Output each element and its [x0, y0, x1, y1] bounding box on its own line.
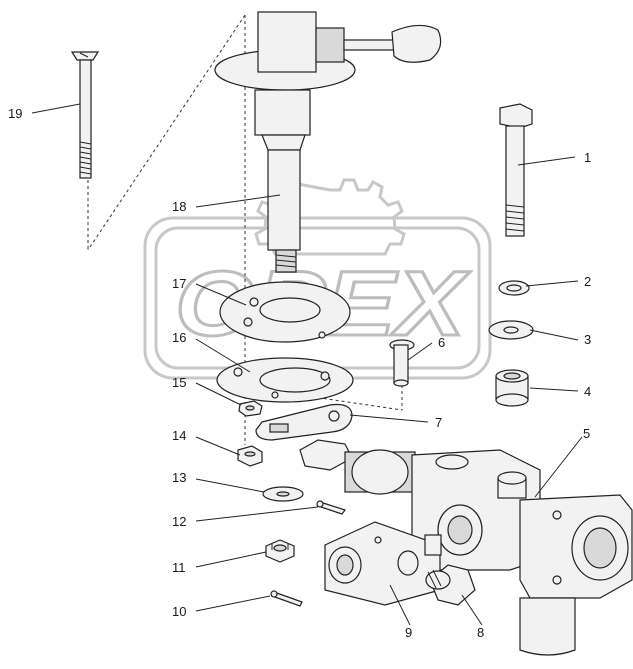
callout-13: 13	[172, 470, 186, 485]
part-11-castle-nut	[265, 539, 295, 563]
part-2-spring-washer	[498, 280, 530, 296]
leader-12	[195, 506, 319, 522]
callout-17: 17	[172, 276, 186, 291]
part-6-pin	[389, 339, 415, 387]
callout-15: 15	[172, 375, 186, 390]
callout-12: 12	[172, 514, 186, 529]
leader-8	[461, 594, 483, 626]
part-10-pin	[270, 590, 303, 607]
leader-1	[517, 156, 576, 166]
part-12-cotter-pin	[316, 500, 346, 515]
callout-8: 8	[477, 625, 484, 640]
leader-14	[195, 436, 241, 456]
callout-6: 6	[438, 335, 445, 350]
callout-5: 5	[583, 426, 590, 441]
leader-19	[31, 103, 81, 114]
leader-7	[349, 414, 429, 423]
callout-7: 7	[435, 415, 442, 430]
leader-11	[195, 551, 267, 568]
callout-9: 9	[405, 625, 412, 640]
leader-16	[195, 338, 251, 373]
callout-11: 11	[172, 560, 186, 575]
leader-17	[195, 283, 247, 306]
part-17-flange-plate	[219, 281, 351, 343]
part-15-nut	[238, 400, 263, 417]
leader-2	[525, 280, 579, 287]
leader-9	[389, 584, 411, 626]
leader-18	[195, 194, 281, 208]
callout-4: 4	[584, 384, 591, 399]
leader-10	[195, 595, 271, 612]
callout-labels: 1 2 3 4 5 6 7 8 9 10 11 12 13 14 15 16 1…	[8, 106, 591, 640]
callout-2: 2	[584, 274, 591, 289]
callout-3: 3	[584, 332, 591, 347]
part-4-bushing	[495, 369, 529, 407]
leader-4	[529, 387, 579, 392]
leader-13	[195, 478, 265, 493]
callout-1: 1	[584, 150, 591, 165]
part-16-gasket	[216, 357, 354, 403]
part-5-valve-body	[299, 439, 633, 656]
part-19-bolt	[70, 51, 100, 179]
leader-3	[529, 329, 579, 341]
part-18-handle-assembly	[214, 11, 442, 273]
callout-16: 16	[172, 330, 186, 345]
callout-19: 19	[8, 106, 22, 121]
leader-lines	[31, 103, 583, 626]
part-7-lever	[255, 403, 353, 441]
part-3-flat-washer	[488, 320, 534, 340]
part-14-hex-nut	[237, 445, 263, 467]
callout-10: 10	[172, 604, 186, 619]
leader-6	[407, 342, 433, 361]
part-13-washer	[262, 486, 304, 502]
part-1-hex-bolt	[499, 103, 533, 237]
part-8-fitting	[425, 564, 476, 606]
leader-15	[195, 382, 242, 406]
watermark-gear	[254, 178, 406, 256]
callout-14: 14	[172, 428, 186, 443]
callout-18: 18	[172, 199, 186, 214]
leader-5	[534, 436, 583, 498]
